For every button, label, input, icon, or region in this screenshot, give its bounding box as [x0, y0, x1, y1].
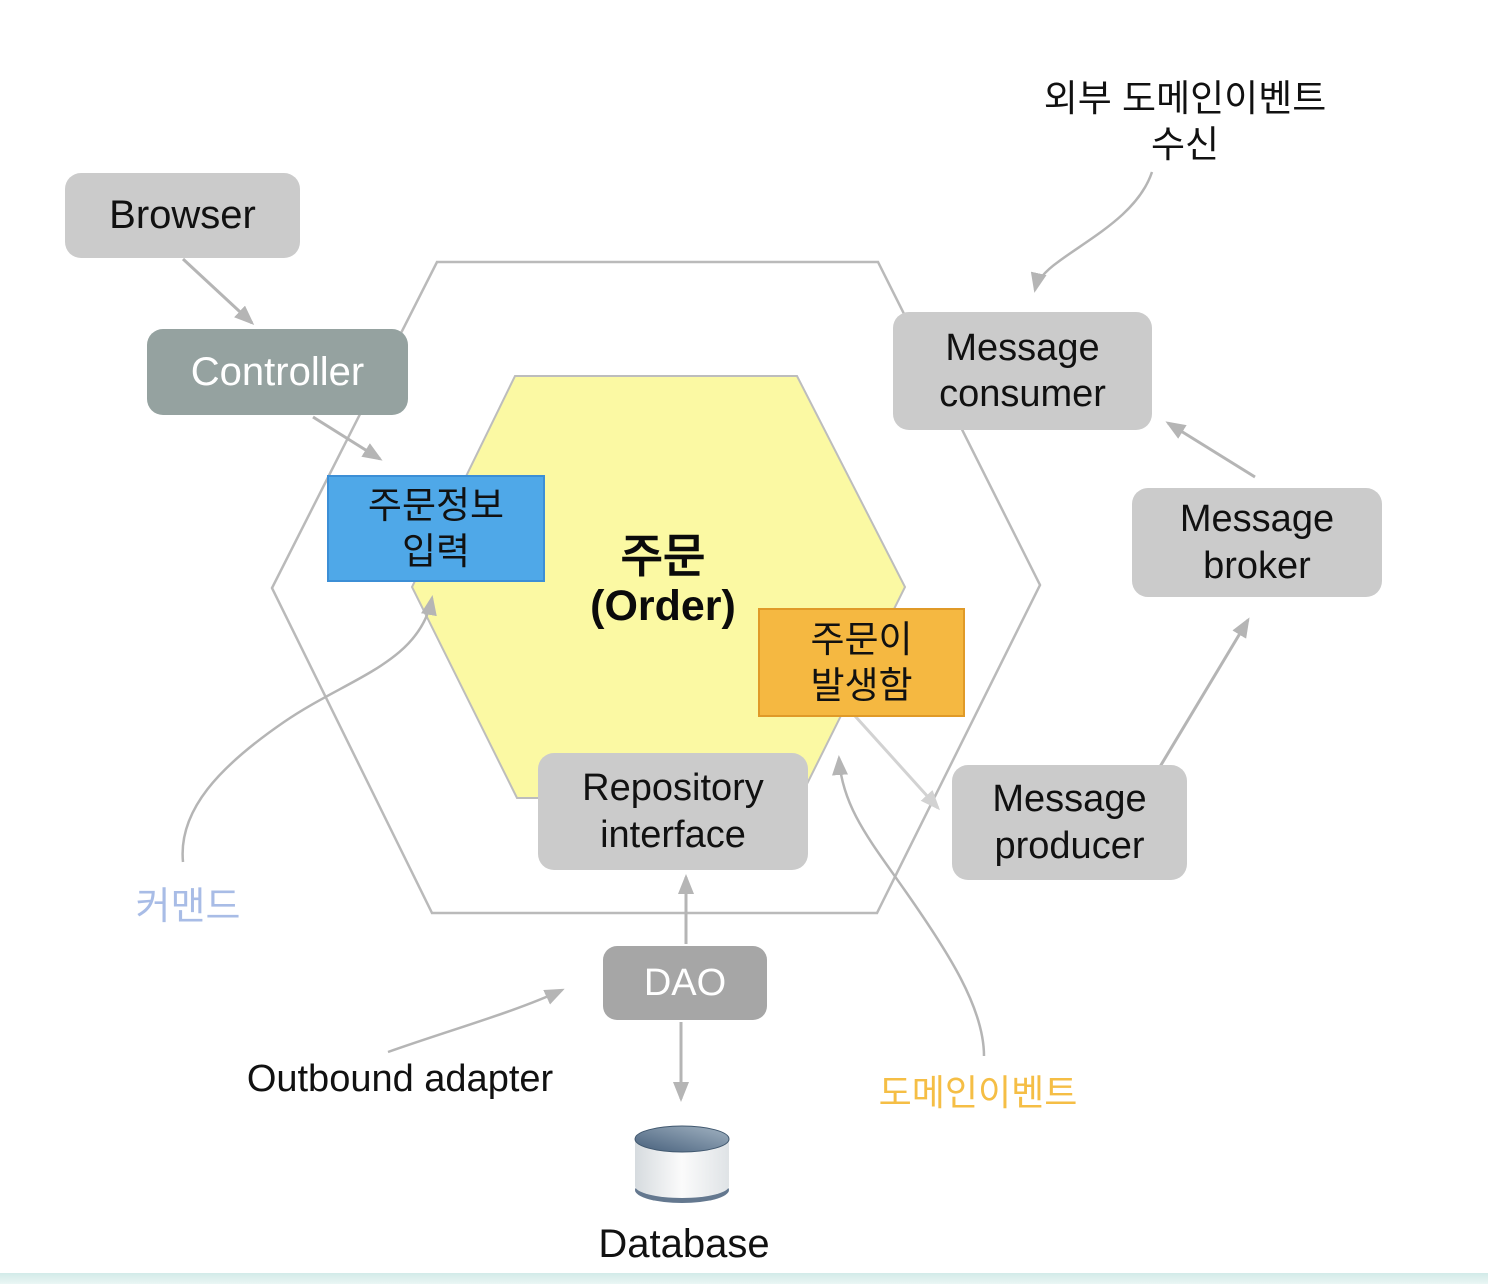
order-input-port: 주문정보 입력 [327, 475, 545, 582]
message-broker-node: Message broker [1132, 488, 1382, 597]
message-producer-node: Message producer [952, 765, 1187, 880]
arrow-command-to-order-input [181, 595, 437, 863]
order-domain-title: 주문 (Order) [518, 531, 808, 631]
external-domain-event-label: 외부 도메인이벤트 수신 [1043, 78, 1327, 166]
outbound-adapter-label: Outbound adapter [246, 1058, 554, 1100]
dao-node: DAO [603, 946, 767, 1020]
arrow-producer-to-broker [1156, 617, 1250, 771]
arrow-domain-event-to-order-event [832, 755, 986, 1057]
message-consumer-node: Message consumer [893, 312, 1152, 430]
arrow-outbound-adapter-to-dao [387, 988, 565, 1054]
arrow-external-event-to-consumer [1030, 171, 1154, 293]
domain-event-label: 도메인이벤트 [878, 1072, 1078, 1113]
browser-node: Browser [65, 173, 300, 258]
repository-interface-node: Repository interface [538, 753, 808, 870]
database-label: Database [598, 1222, 770, 1266]
arrow-browser-to-controller [181, 257, 255, 326]
arrow-order-event-to-message-producer [844, 704, 941, 811]
command-label: 커맨드 [135, 886, 241, 928]
database-icon [634, 1125, 730, 1203]
order-domain-title-en: (Order) [590, 581, 736, 630]
controller-node: Controller [147, 329, 408, 415]
footer-strip [0, 1273, 1488, 1284]
outer-hexagon [270, 260, 1042, 915]
arrow-controller-to-order-input [312, 415, 383, 461]
arrow-broker-to-consumer [1165, 421, 1256, 479]
order-event-port: 주문이 발생함 [758, 608, 965, 717]
order-domain-title-ko: 주문 [620, 530, 706, 582]
